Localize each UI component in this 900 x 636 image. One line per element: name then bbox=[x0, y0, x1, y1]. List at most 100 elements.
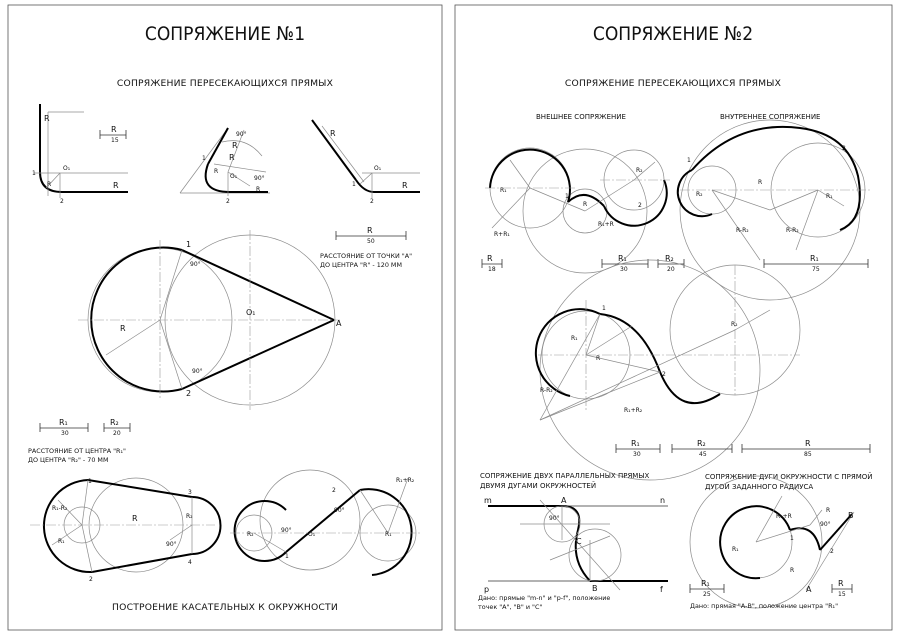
label-r2: R₂ bbox=[696, 191, 703, 198]
sheet2-frame bbox=[454, 4, 893, 631]
sheet1-subtitle: СОПРЯЖЕНИЕ ПЕРЕСЕКАЮЩИХСЯ ПРЯМЫХ bbox=[117, 78, 333, 89]
label-r1-minus-r2: R₁-R₂ bbox=[52, 505, 68, 512]
label-r-minus-r1: R-R₂ bbox=[540, 387, 553, 394]
label-r: R bbox=[583, 201, 587, 208]
label-90: 90° bbox=[236, 131, 247, 138]
label-r: R bbox=[232, 141, 238, 150]
label-point-a: A bbox=[336, 319, 342, 328]
dim-r15-label: R bbox=[111, 125, 117, 134]
sheet1-frame bbox=[7, 4, 443, 631]
dim-r1-30: R₁ 30 bbox=[39, 418, 89, 437]
note-r-line2: ДО ЦЕНТРА "R₂" - 70 ММ bbox=[28, 456, 108, 464]
label-r2: R₂ bbox=[636, 167, 643, 174]
label-o1: O₁ bbox=[246, 308, 256, 317]
dim-r2-value: 20 bbox=[667, 266, 675, 273]
label-point-1: 1 bbox=[186, 240, 191, 249]
dim-r50-value: 50 bbox=[367, 238, 375, 245]
arc-title-line2: ДУГОЙ ЗАДАННОГО РАДИУСА bbox=[705, 482, 813, 491]
parallel-title-line1: СОПРЯЖЕНИЕ ДВУХ ПАРАЛЛЕЛЬНЫХ ПРЯМЫХ bbox=[480, 472, 650, 480]
dim-r50-label: R bbox=[367, 226, 373, 235]
dim-r2-label: R₂ bbox=[665, 254, 674, 263]
label-point-1: 1 bbox=[32, 170, 36, 177]
dim-b-r1-value: 30 bbox=[633, 451, 641, 458]
dim-r1-value: 30 bbox=[620, 266, 628, 273]
label-r-minus-r2: R-R₂ bbox=[736, 227, 749, 234]
fig-outer-fillet: R₁ R₂ R R+R₁ R₁+R 1 2 bbox=[485, 147, 670, 274]
label-point-2: 2 bbox=[638, 202, 642, 209]
label-r1-plus-r2: R₁+R₂ bbox=[624, 407, 643, 414]
label-point-2: 2 bbox=[842, 145, 846, 152]
label-point-2: 2 bbox=[332, 487, 336, 494]
label-90: 90° bbox=[190, 261, 201, 268]
dim-r50: R 50 bbox=[335, 226, 407, 245]
label-point-2: 2 bbox=[830, 548, 834, 555]
dim-b-r-85: R 85 bbox=[741, 439, 871, 458]
label-r1: R₁ bbox=[500, 187, 507, 194]
label-r1: R₁ bbox=[58, 538, 65, 545]
label-r: R bbox=[596, 355, 600, 362]
fig-acute-angle-fillet: R R O₁ R 1 2 90° 90° R bbox=[179, 127, 270, 205]
dim-r2-20: R₂ 20 bbox=[103, 418, 131, 437]
fig-tangent-from-point: R O₁ A 1 2 90° 90° bbox=[78, 230, 342, 410]
dim-b-r1-label: R₁ bbox=[631, 439, 640, 448]
label-90: 90° bbox=[820, 521, 831, 528]
label-b: B bbox=[848, 511, 854, 520]
fig-parallel-two-arcs: m n p f A C B 90° bbox=[484, 496, 668, 594]
sheet2-subtitle: СОПРЯЖЕНИЕ ПЕРЕСЕКАЮЩИХСЯ ПРЯМЫХ bbox=[565, 78, 781, 89]
label-r-plus-r1: R+R₁ bbox=[494, 231, 510, 238]
label-o1: O₁ bbox=[63, 165, 71, 172]
dim-r2-label: R₂ bbox=[110, 418, 119, 427]
fig-cross-tangents: R₂ R₁ R₁+R₂ O₁ 1 2 90° 90° bbox=[230, 469, 420, 576]
label-point-2: 2 bbox=[370, 198, 374, 205]
dim-r1-30: R₁ 30 bbox=[601, 254, 649, 273]
label-r2: R₂ bbox=[247, 531, 254, 538]
arc-title-line1: СОПРЯЖЕНИЕ ДУГИ ОКРУЖНОСТИ С ПРЯМОЙ bbox=[705, 472, 872, 481]
label-b: B bbox=[592, 584, 598, 593]
label-point-2: 2 bbox=[89, 576, 93, 583]
label-point-1: 1 bbox=[790, 535, 794, 542]
dim-c-r-value: 15 bbox=[838, 591, 846, 598]
label-inner-fillet: ВНУТРЕННЕЕ СОПРЯЖЕНИЕ bbox=[720, 113, 820, 121]
dim-c-r1-label: R₁ bbox=[701, 579, 710, 588]
label-r: R bbox=[826, 507, 830, 514]
given2: Дано: прямая "А-В", положение центра "R₁… bbox=[690, 602, 838, 610]
label-o1: O₁ bbox=[230, 173, 238, 180]
dim-r1-75-label: R₁ bbox=[810, 254, 819, 263]
dim-r15: R 15 bbox=[99, 125, 127, 144]
dim-r18: R 18 bbox=[481, 254, 503, 273]
label-r1: R₁ bbox=[826, 193, 833, 200]
label-point-1: 1 bbox=[352, 181, 356, 188]
dim-c-r1-value: 25 bbox=[703, 591, 711, 598]
label-r: R bbox=[47, 181, 51, 188]
label-90: 90° bbox=[281, 527, 292, 534]
dim-r2-value: 20 bbox=[113, 430, 121, 437]
label-r1: R₁ bbox=[385, 531, 392, 538]
sheet1-title: СОПРЯЖЕНИЕ №1 bbox=[145, 23, 305, 45]
label-90: 90° bbox=[166, 541, 177, 548]
dim-r15-value: 15 bbox=[111, 137, 119, 144]
label-point-1: 1 bbox=[285, 553, 289, 560]
given1-line2: точек "А", "В" и "С" bbox=[478, 603, 542, 611]
label-r1: R₁ bbox=[732, 546, 739, 553]
label-o1: O₁ bbox=[308, 531, 316, 538]
label-r: R bbox=[44, 114, 50, 123]
label-r: R bbox=[758, 179, 762, 186]
label-point-2: 2 bbox=[662, 371, 666, 378]
label-a: A bbox=[561, 496, 567, 505]
label-r: R bbox=[402, 181, 408, 190]
dim-r18-label: R bbox=[487, 254, 493, 263]
label-point-1: 1 bbox=[687, 157, 691, 164]
fig-arc-line-fillet: R₁ R₁+R R R 1 2 B A 90° bbox=[689, 475, 855, 609]
label-90: 90° bbox=[334, 507, 345, 514]
label-a: A bbox=[806, 585, 812, 594]
label-c: C bbox=[576, 537, 582, 546]
fig-inner-fillet: R₂ R R₁ R-R₂ R-R₂ 1 2 bbox=[676, 119, 870, 301]
label-90: 90° bbox=[254, 175, 265, 182]
label-r: R bbox=[790, 567, 794, 574]
label-90: 90° bbox=[549, 515, 560, 522]
label-n: n bbox=[660, 496, 665, 505]
label-point-2: 2 bbox=[186, 389, 191, 398]
dim-r1-75-value: 75 bbox=[812, 266, 820, 273]
label-point-2: 2 bbox=[60, 198, 64, 205]
label-r-minus-r1: R-R₂ bbox=[786, 227, 799, 234]
